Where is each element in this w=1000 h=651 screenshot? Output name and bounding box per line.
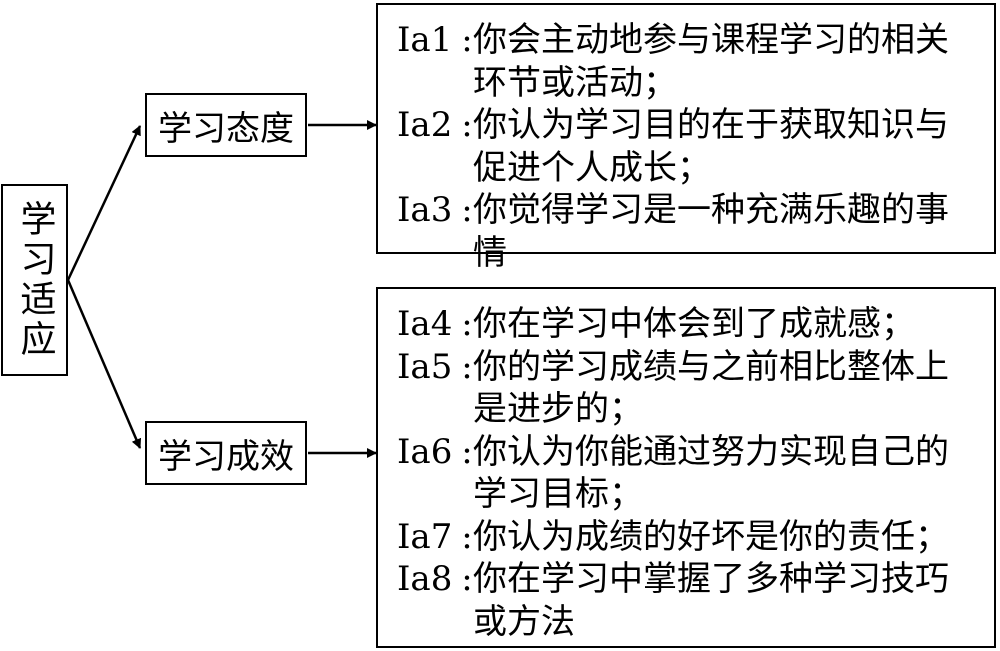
item-text: 你会主动地参与课程学习的相关环节或活动； <box>473 20 949 103</box>
item-code: Ia4 <box>397 304 453 344</box>
item-text: 你认为你能通过努力实现自己的学习目标； <box>473 431 949 515</box>
item-code: Ia3 <box>397 190 453 230</box>
root-label: 学习适应 <box>14 200 56 360</box>
arrow-root-to-attitude <box>66 125 142 281</box>
effect-label: 学习成效 <box>158 436 294 477</box>
effect-items-box: Ia4:你在学习中体会到了成就感； Ia5:你的学习成绩与之前相比整体上是进步的… <box>376 287 996 648</box>
item-code: Ia8 <box>397 559 453 599</box>
item-ia7: Ia7:你认为成绩的好坏是你的责任； <box>397 516 980 559</box>
item-text: 你的学习成绩与之前相比整体上是进步的； <box>473 346 949 430</box>
effect-node: 学习成效 <box>145 421 307 485</box>
attitude-items-box: Ia1:你会主动地参与课程学习的相关环节或活动； Ia2:你认为学习目的在于获取… <box>376 3 996 273</box>
item-code: Ia1 <box>397 20 453 60</box>
arrow-root-to-effect <box>66 279 142 449</box>
item-ia1: Ia1:你会主动地参与课程学习的相关环节或活动； <box>397 19 980 104</box>
item-code: Ia5 <box>397 346 453 387</box>
item-code: Ia2 <box>397 105 453 145</box>
item-ia4: Ia4:你在学习中体会到了成就感； <box>397 303 980 346</box>
item-text: 你认为成绩的好坏是你的责任； <box>473 516 949 557</box>
attitude-label: 学习态度 <box>158 108 294 149</box>
item-ia2: Ia2:你认为学习目的在于获取知识与促进个人成长； <box>397 104 980 189</box>
item-text: 你在学习中体会到了成就感； <box>473 304 915 344</box>
item-code: Ia6 <box>397 431 453 472</box>
attitude-node: 学习态度 <box>145 93 307 157</box>
item-text: 你认为学习目的在于获取知识与促进个人成长； <box>473 105 949 188</box>
item-ia5: Ia5:你的学习成绩与之前相比整体上是进步的； <box>397 346 980 431</box>
item-code: Ia7 <box>397 516 453 557</box>
item-text: 你在学习中掌握了多种学习技巧或方法 <box>473 559 949 642</box>
root-node: 学习适应 <box>1 184 68 376</box>
item-text: 你觉得学习是一种充满乐趣的事情 <box>473 190 949 273</box>
item-ia8: Ia8:你在学习中掌握了多种学习技巧或方法 <box>397 558 980 643</box>
item-ia3: Ia3:你觉得学习是一种充满乐趣的事情 <box>397 189 980 274</box>
item-ia6: Ia6:你认为你能通过努力实现自己的学习目标； <box>397 431 980 516</box>
